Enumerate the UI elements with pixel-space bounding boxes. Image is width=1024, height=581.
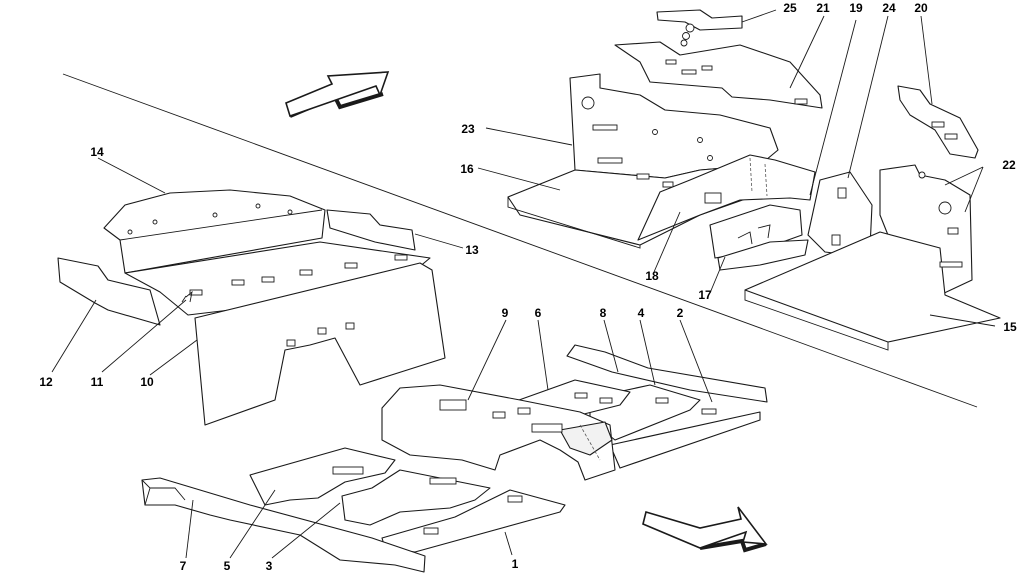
callout-4: 4 bbox=[638, 306, 645, 320]
callout-10: 10 bbox=[140, 375, 154, 389]
part-5-floor-mat bbox=[249, 447, 396, 506]
section-separator-line bbox=[62, 73, 978, 408]
direction-arrow-rear-icon bbox=[642, 506, 768, 553]
part-14-parcel-shelf bbox=[103, 189, 326, 274]
callout-16: 16 bbox=[460, 162, 474, 176]
callout-7: 7 bbox=[180, 559, 187, 573]
callout-6: 6 bbox=[535, 306, 542, 320]
callout-14: 14 bbox=[90, 145, 104, 159]
part-9-tunnel-cover bbox=[381, 384, 616, 481]
callout-18: 18 bbox=[645, 269, 659, 283]
part-7-side-strip bbox=[141, 477, 426, 573]
part-21-tunnel-panel bbox=[614, 41, 823, 109]
part-25-bracket bbox=[656, 9, 743, 47]
part-13-side-panel bbox=[326, 209, 416, 251]
callout-1: 1 bbox=[512, 557, 519, 571]
callout-23: 23 bbox=[461, 122, 475, 136]
leader-lines bbox=[51, 9, 996, 559]
callout-19: 19 bbox=[849, 1, 863, 15]
callout-13: 13 bbox=[465, 243, 479, 257]
callout-17: 17 bbox=[698, 288, 712, 302]
part-17-lower-trim bbox=[709, 204, 809, 271]
direction-arrow-forward-icon bbox=[285, 71, 390, 118]
part-3-floor-mat bbox=[341, 469, 491, 526]
part-11-tray-insulation bbox=[124, 241, 431, 316]
part-15-rear-floor-insulation bbox=[744, 164, 1001, 351]
callout-3: 3 bbox=[266, 559, 273, 573]
callout-labels: 1 2 3 4 5 6 7 8 9 10 11 12 13 14 15 16 1… bbox=[39, 1, 1017, 573]
callout-11: 11 bbox=[91, 375, 104, 389]
callout-21: 21 bbox=[816, 1, 830, 15]
part-2-floor-mat bbox=[609, 408, 761, 469]
part-20-side-bracket bbox=[897, 85, 979, 159]
callout-20: 20 bbox=[914, 1, 928, 15]
callout-22: 22 bbox=[1002, 158, 1016, 172]
callout-8: 8 bbox=[600, 306, 607, 320]
callout-2: 2 bbox=[677, 306, 684, 320]
callout-5: 5 bbox=[224, 559, 231, 573]
callout-25: 25 bbox=[783, 1, 797, 15]
callout-9: 9 bbox=[502, 306, 509, 320]
part-12-side-panel bbox=[57, 257, 161, 326]
part-18-tunnel-insulation bbox=[637, 154, 816, 241]
callout-15: 15 bbox=[1003, 320, 1017, 334]
part-8-sill-strip bbox=[566, 344, 768, 403]
part-10-bulkhead-insulation bbox=[194, 262, 446, 426]
callout-12: 12 bbox=[39, 375, 53, 389]
callout-24: 24 bbox=[882, 1, 896, 15]
